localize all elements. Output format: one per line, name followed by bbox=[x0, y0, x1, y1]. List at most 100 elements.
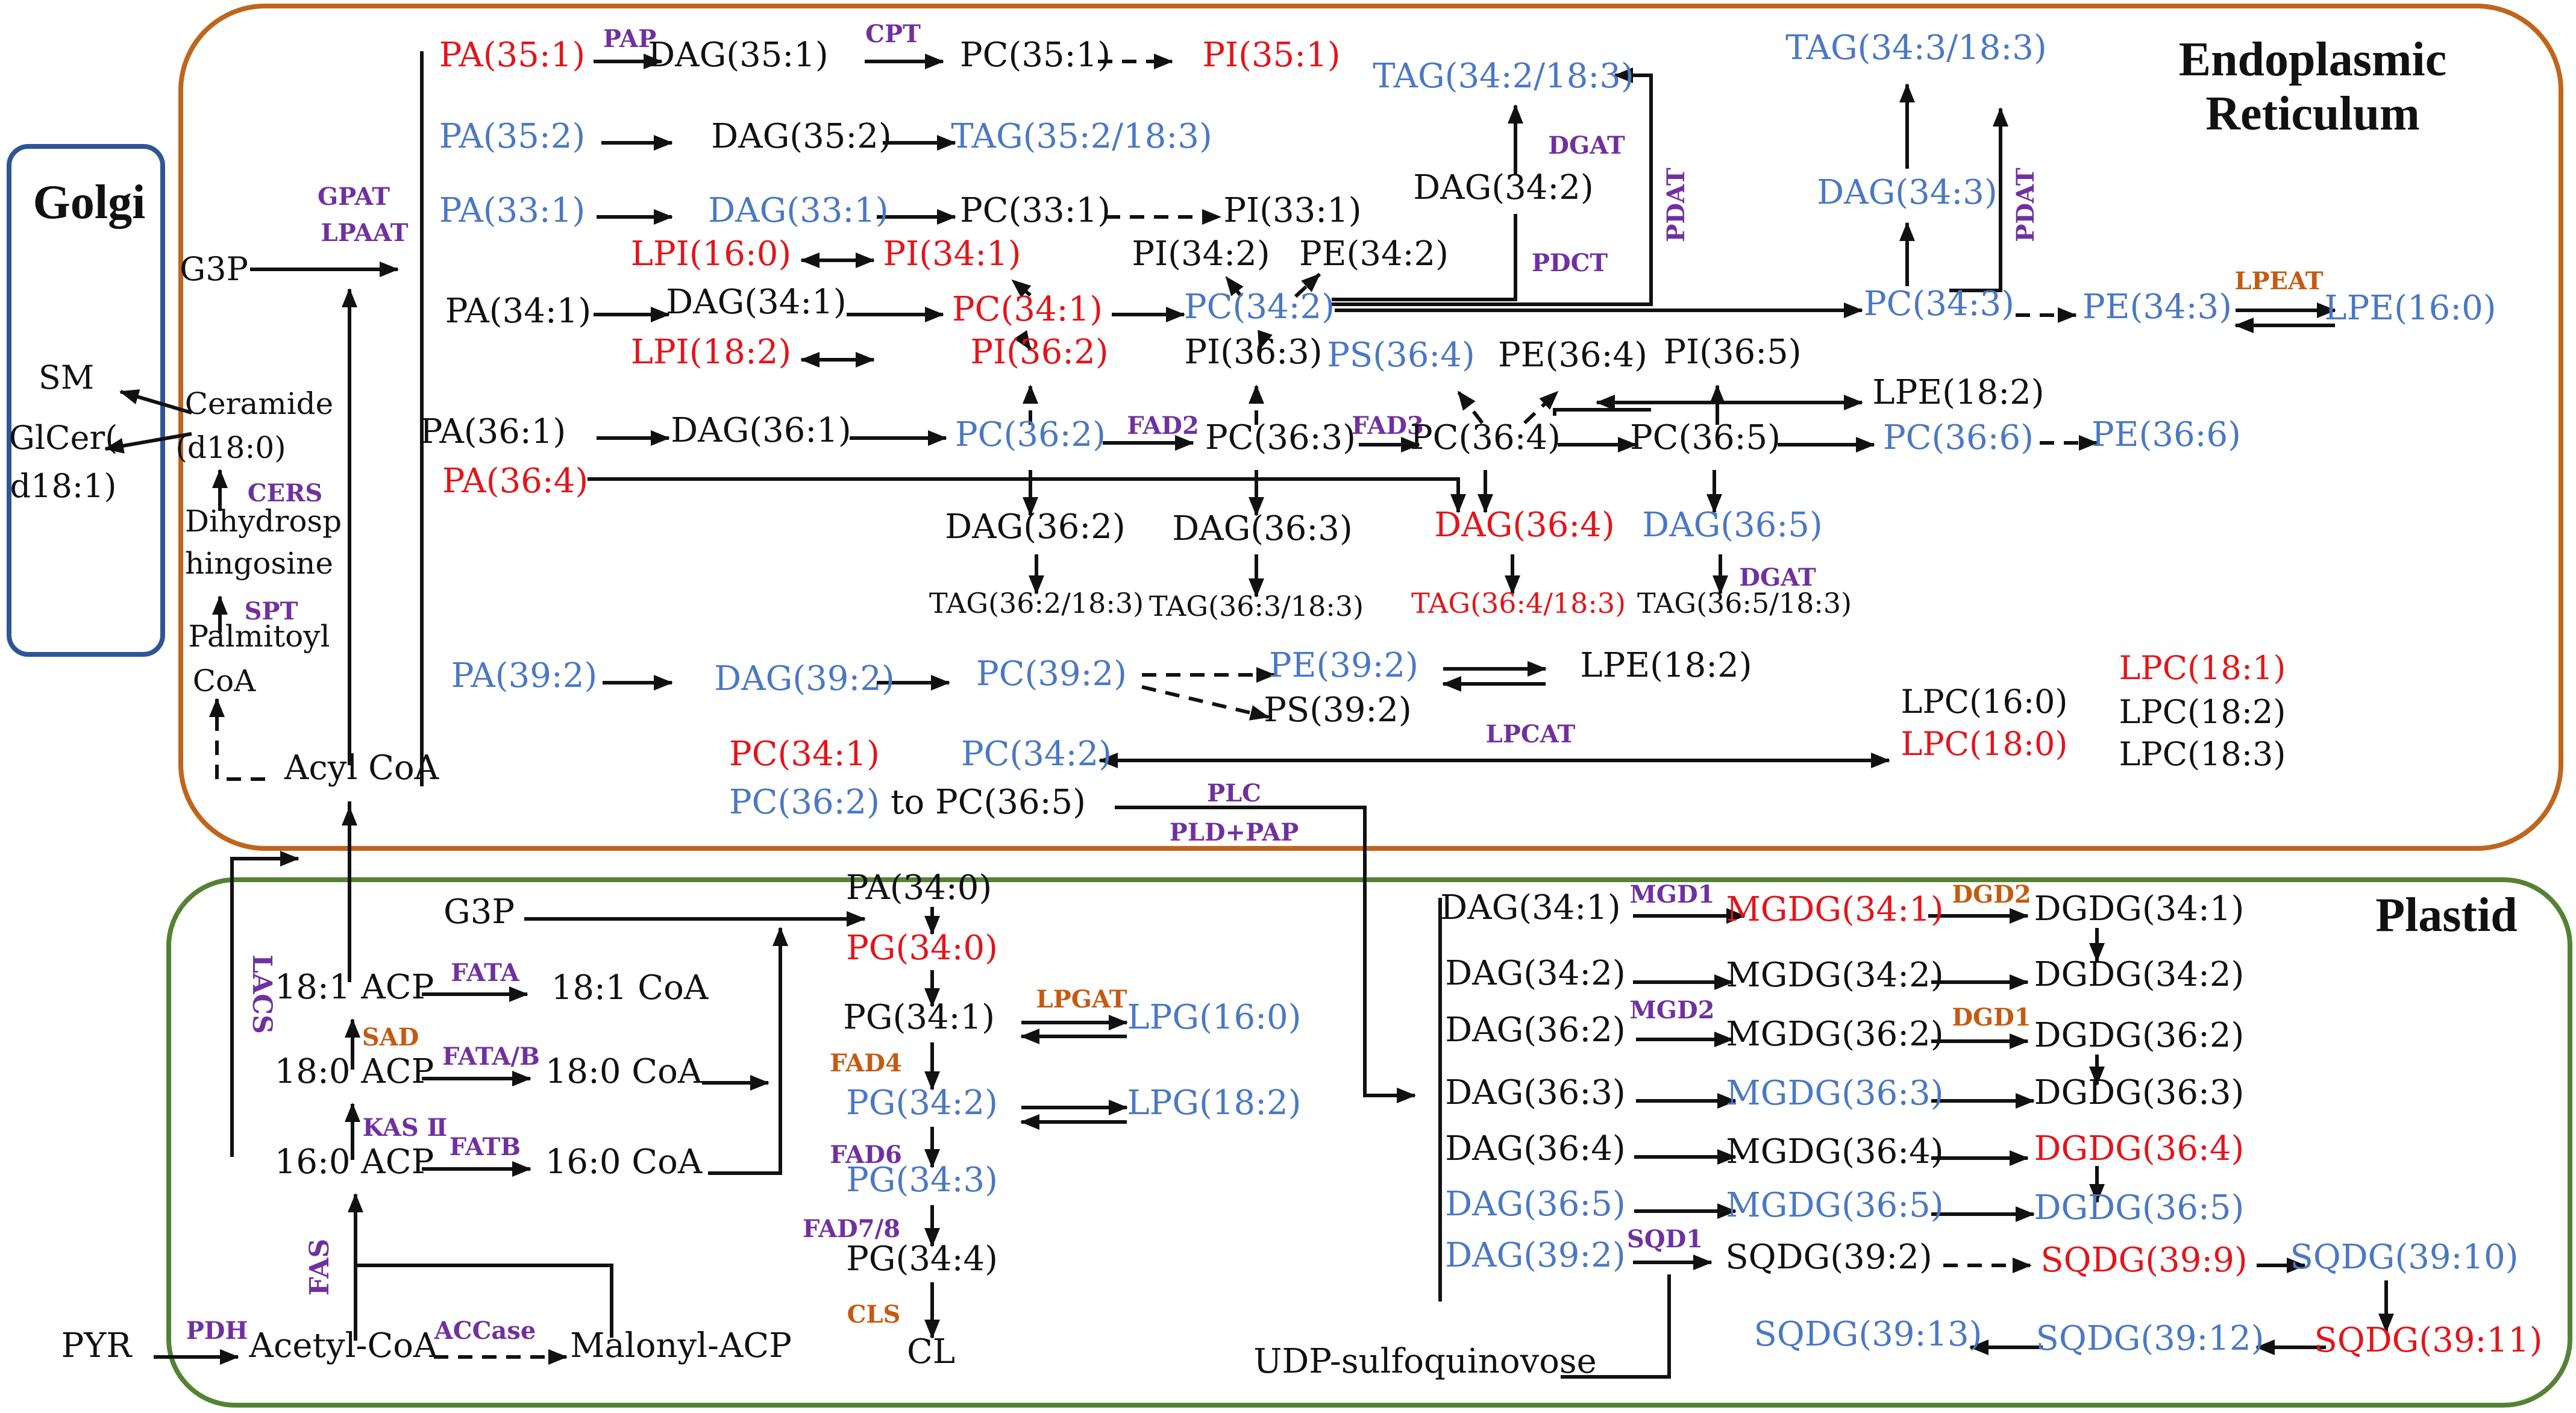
metabolite-dag342: DAG(34:2) bbox=[1413, 168, 1594, 207]
metabolite-pdag364: DAG(36:4) bbox=[1445, 1129, 1626, 1168]
metabolite-pa351: PA(35:1) bbox=[439, 36, 585, 75]
metabolite-mgdg362: MGDG(36:2) bbox=[1726, 1015, 1943, 1054]
enzyme-plc: PLC bbox=[1207, 779, 1261, 807]
metabolite-lpc180: LPC(18:0) bbox=[1901, 725, 2068, 763]
metabolite-sqdg3912: SQDG(39:12) bbox=[2036, 1319, 2264, 1358]
pathway-connector-line bbox=[1553, 408, 1651, 416]
enzyme-sad: SAD bbox=[362, 1023, 419, 1051]
metabolite-tag342: TAG(34:2/18:3) bbox=[1373, 57, 1634, 96]
enzyme-dgat2: DGAT bbox=[1739, 563, 1816, 592]
metabolite-pe342: PE(34:2) bbox=[1299, 234, 1449, 274]
metabolite-sqdg3913: SQDG(39:13) bbox=[1754, 1315, 1982, 1354]
enzyme-lpeat: LPEAT bbox=[2234, 267, 2324, 295]
enzyme-pldpap: PLD+PAP bbox=[1170, 818, 1299, 847]
metabolite-acp180: 18:0 ACP bbox=[275, 1052, 434, 1091]
metabolite-lpc181: LPC(18:1) bbox=[2119, 649, 2286, 687]
er-label-line2: Reticulum bbox=[2205, 87, 2420, 140]
metabolite-pg340: PG(34:0) bbox=[846, 929, 998, 968]
enzyme-mgd2: MGD2 bbox=[1630, 996, 1715, 1024]
metabolite-mgdg364: MGDG(36:4) bbox=[1726, 1132, 1943, 1171]
metabolite-pc351: PC(35:1) bbox=[960, 36, 1111, 75]
enzyme-fad78: FAD7/8 bbox=[803, 1215, 900, 1243]
metabolite-dag365: DAG(36:5) bbox=[1642, 506, 1823, 545]
metabolite-mgdg342: MGDG(34:2) bbox=[1726, 956, 1943, 995]
metabolite-mgdg341: MGDG(34:1) bbox=[1726, 890, 1943, 929]
metabolite-pdag341: DAG(34:1) bbox=[1440, 888, 1621, 927]
metabolite-lpi182: LPI(18:2) bbox=[631, 333, 791, 372]
enzyme-pdh: PDH bbox=[186, 1317, 248, 1345]
metabolite-coa181: 18:1 CoA bbox=[551, 968, 709, 1007]
pathway-dashed-arrow bbox=[1011, 278, 1032, 298]
enzyme-kas: KAS Ⅱ bbox=[363, 1114, 448, 1142]
metabolite-pi365: PI(36:5) bbox=[1663, 333, 1801, 372]
metabolite-pc331: PC(33:1) bbox=[960, 191, 1111, 230]
pathway-connector-line bbox=[1332, 214, 1517, 301]
enzyme-mgd1: MGD1 bbox=[1630, 880, 1715, 909]
pathway-arrow bbox=[1115, 806, 1416, 1103]
enzyme-fad6: FAD6 bbox=[830, 1141, 902, 1169]
pathway-dashed-arrow bbox=[1141, 685, 1270, 721]
metabolite-pa392: PA(39:2) bbox=[451, 656, 597, 695]
plastid-label: Plastid bbox=[2375, 889, 2518, 942]
enzyme-dgat1: DGAT bbox=[1548, 131, 1625, 160]
metabolite-tag365: TAG(36:5/18:3) bbox=[1637, 587, 1852, 619]
pathway-dashed-arrow bbox=[1258, 330, 1273, 351]
metabolite-pg341: PG(34:1) bbox=[843, 998, 995, 1037]
pathway-dashed-arrow bbox=[1294, 272, 1321, 298]
enzyme-cers: CERS bbox=[248, 479, 322, 507]
metabolite-acp181: 18:1 ACP bbox=[275, 968, 434, 1007]
metabolite-pi342: PI(34:2) bbox=[1132, 234, 1270, 274]
golgi-compartment bbox=[7, 144, 165, 657]
metabolite-glcer2: d18:1) bbox=[10, 467, 117, 505]
metabolite-pg344: PG(34:4) bbox=[846, 1239, 998, 1279]
metabolite-pc366: PC(36:6) bbox=[1883, 418, 2034, 457]
enzyme-fatb: FATB bbox=[450, 1133, 521, 1161]
metabolite-pe366: PE(36:6) bbox=[2092, 415, 2241, 454]
enzyme-cpt: CPT bbox=[865, 20, 921, 48]
metabolite-pc362: PC(36:2) bbox=[955, 415, 1106, 454]
metabolite-dgdg365: DGDG(36:5) bbox=[2034, 1188, 2245, 1227]
enzyme-pdat2: PDAT bbox=[2011, 168, 2040, 242]
pathway-dashed-arrow bbox=[1456, 390, 1484, 424]
pathway-arrow bbox=[708, 927, 788, 1175]
metabolite-acetylcoa: Acetyl-CoA bbox=[249, 1326, 438, 1365]
metabolite-lpc160: LPC(16:0) bbox=[1901, 683, 2068, 721]
enzyme-gpat: GPAT bbox=[318, 183, 390, 211]
metabolite-pc365: PC(36:5) bbox=[1630, 418, 1781, 457]
metabolite-tag363: TAG(36:3/18:3) bbox=[1149, 590, 1364, 622]
metabolite-dihydro2: hingosine bbox=[185, 546, 333, 581]
metabolite-dgdg364: DGDG(36:4) bbox=[2034, 1129, 2245, 1168]
metabolite-pi363: PI(36:3) bbox=[1184, 333, 1322, 372]
pathway-connector-line bbox=[356, 1264, 613, 1338]
metabolite-pg342: PG(34:2) bbox=[846, 1083, 998, 1123]
enzyme-dgd2: DGD2 bbox=[1952, 880, 2031, 909]
metabolite-dgdg362: DGDG(36:2) bbox=[2034, 1016, 2245, 1055]
golgi-label: Golgi bbox=[33, 176, 146, 229]
metabolite-lpg182: LPG(18:2) bbox=[1127, 1083, 1301, 1123]
enzyme-fas: FAS bbox=[304, 1239, 335, 1296]
metabolite-dag364: DAG(36:4) bbox=[1434, 506, 1615, 545]
metabolite-dag343: DAG(34:3) bbox=[1817, 173, 1998, 212]
pathway-arrow bbox=[119, 389, 192, 415]
metabolite-udp: UDP-sulfoquinovose bbox=[1253, 1342, 1597, 1381]
enzyme-pap: PAP bbox=[603, 25, 656, 53]
metabolite-mgdg363: MGDG(36:3) bbox=[1726, 1074, 1943, 1113]
enzyme-fata: FATA bbox=[451, 959, 519, 987]
metabolite-palmitoyl2: CoA bbox=[193, 663, 256, 698]
metabolite-ceramide1: Ceramide bbox=[185, 386, 334, 421]
metabolite-pe343: PE(34:3) bbox=[2082, 287, 2232, 327]
metabolite-cl: CL bbox=[907, 1332, 955, 1371]
metabolite-pc362b: PC(36:2) bbox=[729, 783, 880, 822]
pathway-dashed-arrow bbox=[209, 698, 265, 781]
metabolite-tag362: TAG(36:2/18:3) bbox=[929, 587, 1144, 619]
pathway-arrow bbox=[230, 851, 299, 1157]
metabolite-tag352: TAG(35:2/18:3) bbox=[951, 117, 1212, 156]
metabolite-tag343: TAG(34:3/18:3) bbox=[1785, 28, 2047, 67]
metabolite-pdag363: DAG(36:3) bbox=[1445, 1073, 1626, 1112]
pathway-dashed-arrow bbox=[1523, 390, 1559, 425]
metabolite-pc341: PC(34:1) bbox=[952, 290, 1103, 329]
metabolite-pi341: PI(34:1) bbox=[883, 234, 1021, 274]
metabolite-coa160: 16:0 CoA bbox=[545, 1142, 703, 1182]
